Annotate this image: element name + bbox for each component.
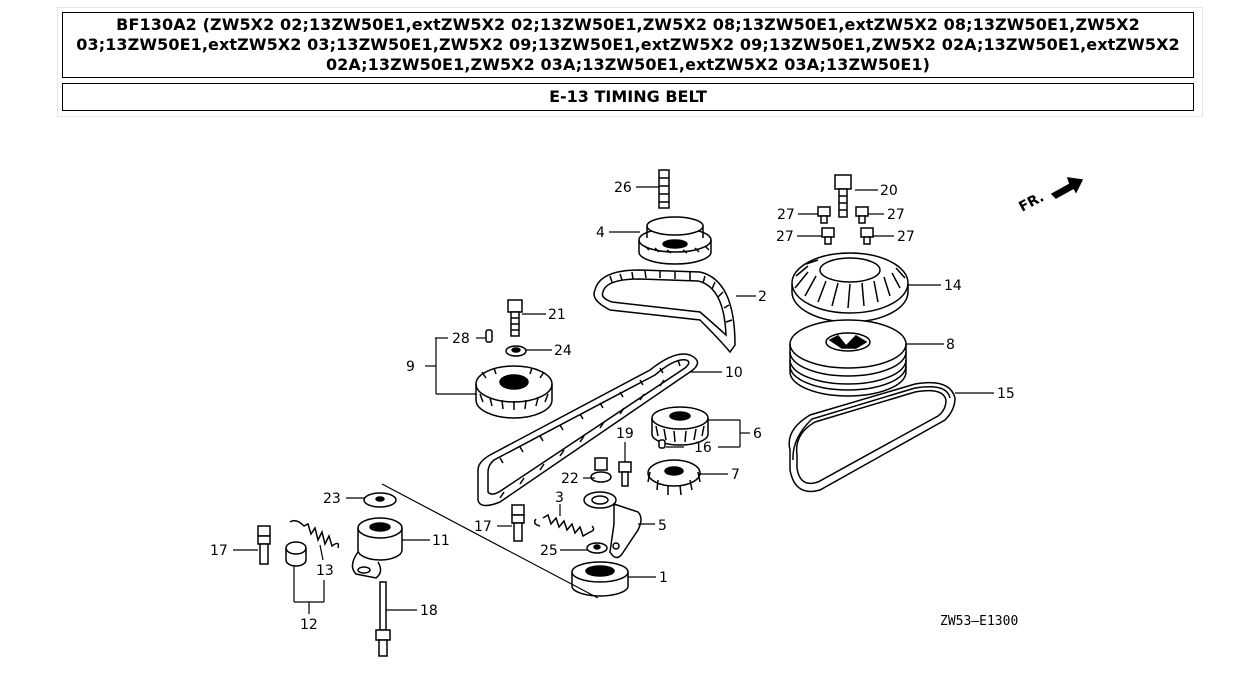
part-15-v-belt[interactable] <box>788 381 956 493</box>
part-26-pin[interactable] <box>658 169 670 209</box>
assembly-line <box>381 483 599 599</box>
part-12-collar[interactable] <box>285 541 307 567</box>
part-16-key[interactable] <box>658 439 666 449</box>
part-13-spring[interactable] <box>289 519 340 549</box>
callout-4: 4 <box>596 225 605 241</box>
part-17-bolt-right[interactable] <box>511 504 525 542</box>
part-25-washer[interactable] <box>586 542 608 554</box>
diagram-code: ZW53—E1300 <box>940 614 1018 629</box>
callout-28: 28 <box>452 331 470 347</box>
leader-lines <box>233 186 994 614</box>
callout-2: 2 <box>758 289 767 305</box>
part-21-bolt[interactable] <box>507 299 523 337</box>
callout-15: 15 <box>997 386 1015 402</box>
part-10-timing-belt[interactable] <box>477 353 699 507</box>
part-11-tensioner-pulley[interactable] <box>351 517 403 579</box>
callout-25: 25 <box>540 543 558 559</box>
part-4-pulley[interactable] <box>638 216 712 265</box>
callout-7: 7 <box>731 467 740 483</box>
callout-3: 3 <box>555 490 564 506</box>
callout-1: 1 <box>659 570 668 586</box>
callout-10: 10 <box>725 365 743 381</box>
callout-27b: 27 <box>887 207 905 223</box>
callout-24: 24 <box>554 343 572 359</box>
callout-23: 23 <box>323 491 341 507</box>
front-label: FR. <box>1016 189 1046 215</box>
callout-14: 14 <box>944 278 962 294</box>
callout-20: 20 <box>880 183 898 199</box>
part-20-bolt[interactable] <box>834 174 852 218</box>
part-9-pulley[interactable] <box>475 365 553 419</box>
callout-13: 13 <box>316 563 334 579</box>
part-14-cooling-fan[interactable] <box>791 252 909 323</box>
part-24-washer[interactable] <box>505 345 527 357</box>
callout-12: 12 <box>300 617 318 633</box>
section-title: E-13 TIMING BELT <box>62 83 1194 111</box>
arrow-icon <box>1050 177 1084 199</box>
callout-27a: 27 <box>777 207 795 223</box>
part-6-gear[interactable] <box>651 406 709 446</box>
part-3-spring[interactable] <box>533 513 595 538</box>
callout-27c: 27 <box>776 229 794 245</box>
callout-8: 8 <box>946 337 955 353</box>
part-18-long-bolt[interactable] <box>375 581 391 657</box>
callout-27d: 27 <box>897 229 915 245</box>
part-2-timing-belt[interactable] <box>593 269 736 354</box>
callout-5: 5 <box>658 518 667 534</box>
part-1-idler-pulley[interactable] <box>571 561 629 597</box>
callout-11: 11 <box>432 533 450 549</box>
callout-26: 26 <box>614 180 632 196</box>
part-7-plate[interactable] <box>647 459 701 496</box>
callout-9: 9 <box>406 359 415 375</box>
part-22-bolt[interactable] <box>590 457 612 483</box>
part-5-tensioner-arm[interactable] <box>583 491 642 559</box>
callout-18: 18 <box>420 603 438 619</box>
callout-22: 22 <box>561 471 579 487</box>
callout-6: 6 <box>753 426 762 442</box>
model-title: BF130A2 (ZW5X2 02;13ZW50E1,extZW5X2 02;1… <box>62 12 1194 78</box>
part-17-bolt-left[interactable] <box>257 525 271 565</box>
part-8-pulley[interactable] <box>789 319 907 397</box>
part-23-washer[interactable] <box>363 492 397 508</box>
callout-16: 16 <box>694 440 712 456</box>
callout-17-right: 17 <box>474 519 492 535</box>
header-panel: BF130A2 (ZW5X2 02;13ZW50E1,extZW5X2 02;1… <box>58 8 1202 116</box>
part-19-bolt[interactable] <box>618 461 632 487</box>
callout-19: 19 <box>616 426 634 442</box>
part-28-pin[interactable] <box>485 329 493 343</box>
part-27-bolts[interactable] <box>817 206 874 245</box>
callout-17-left: 17 <box>210 543 228 559</box>
callout-21: 21 <box>548 307 566 323</box>
